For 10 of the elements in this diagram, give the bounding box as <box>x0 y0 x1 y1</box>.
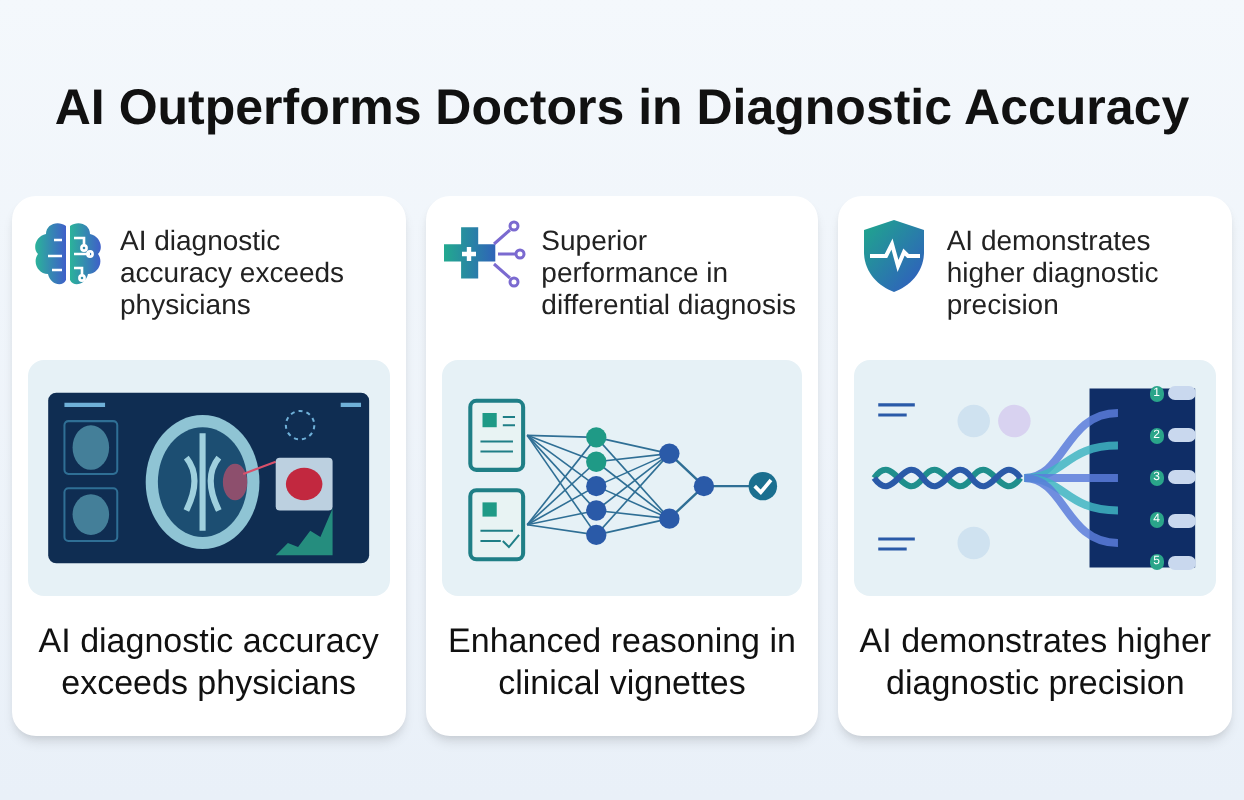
title: AI Outperforms Doctors in Diagnostic Accuracy <box>52 78 1192 140</box>
feature-card <box>838 196 1233 736</box>
card-caption: AI demonstrates higher diagnostic precision <box>857 622 1214 704</box>
feature-card <box>12 196 406 736</box>
card-heading: AI diagnostic accuracy exceeds physicians <box>120 222 347 321</box>
card-heading: AI demonstrates higher diagnostic precision <box>946 222 1161 321</box>
card-caption: Enhanced reasoning in clinical vignettes <box>446 622 798 704</box>
card-heading: Superior performance in differential diagnosis <box>541 222 799 321</box>
feature-card <box>425 196 819 736</box>
card-caption: AI diagnostic accuracy exceeds physicians <box>36 622 381 704</box>
